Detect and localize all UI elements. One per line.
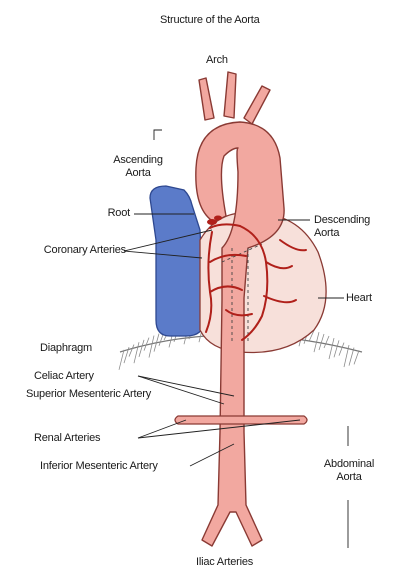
diaphragm-hatch-line: [319, 334, 324, 350]
diaphragm-hatch-line: [324, 336, 329, 348]
label-iliac-arteries: Iliac Arteries: [196, 556, 253, 569]
diaphragm-hatch-line: [134, 342, 139, 363]
diaphragm-hatch-line: [339, 343, 344, 356]
label-renal-arteries: Renal Arteries: [34, 432, 100, 445]
renal-arteries-shape: [175, 416, 307, 424]
vena-cava-shape: [150, 186, 204, 336]
diaphragm-hatch-line: [119, 350, 124, 370]
label-superior-mesenteric-artery: Superior Mesenteric Artery: [26, 388, 151, 401]
diaphragm-hatch-line: [329, 338, 334, 359]
label-celiac-artery: Celiac Artery: [34, 370, 94, 383]
diaphragm-hatch-line: [334, 340, 339, 357]
diaphragm-hatch-line: [354, 350, 359, 364]
label-abdominal-aorta: Abdominal Aorta: [314, 458, 384, 484]
label-ascending-aorta: Ascending Aorta: [108, 154, 168, 180]
label-descending-aorta: Descending Aorta: [314, 214, 378, 240]
label-root: Root: [84, 207, 130, 220]
diaphragm-hatch-line: [349, 348, 354, 366]
diagram-title: Structure of the Aorta: [160, 14, 260, 27]
arch-branches: [199, 72, 270, 124]
label-coronary-arteries: Coronary Arteries: [2, 244, 126, 257]
label-inferior-mesenteric-artery: Inferior Mesenteric Artery: [40, 460, 158, 473]
label-diaphragm: Diaphragm: [40, 342, 92, 355]
label-heart: Heart: [346, 292, 372, 305]
label-arch: Arch: [206, 54, 228, 67]
diaphragm-hatch-line: [139, 340, 144, 357]
diaphragm-hatch-line: [149, 336, 154, 358]
diaphragm-hatch-line: [129, 345, 134, 357]
